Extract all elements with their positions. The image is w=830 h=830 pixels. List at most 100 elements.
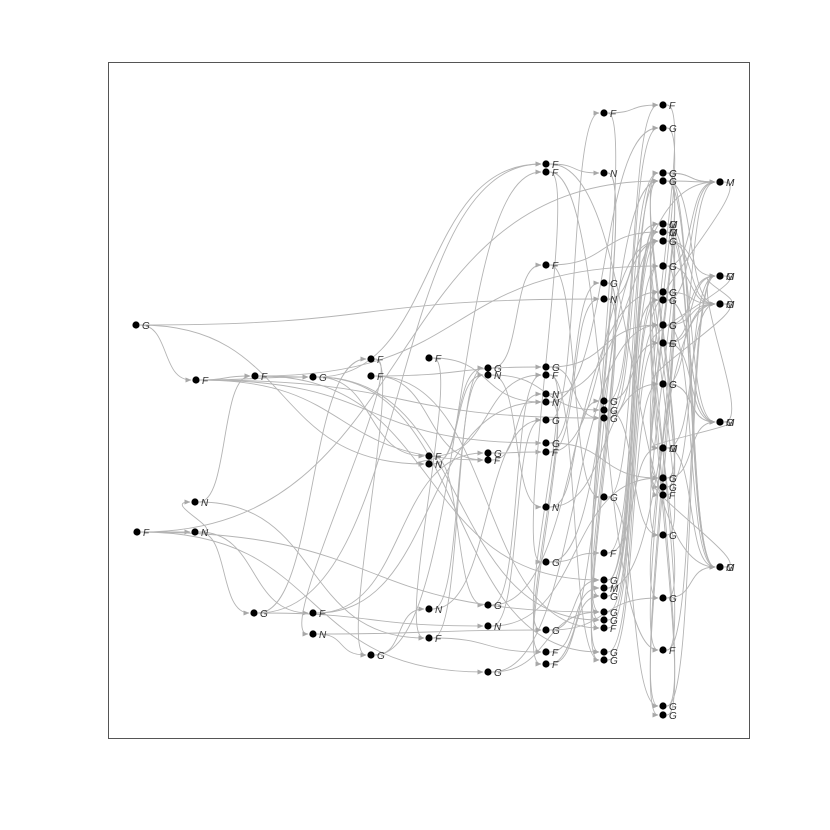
node-n58 [659, 101, 667, 109]
node-label-n50: G [610, 576, 618, 587]
node-n37 [542, 558, 550, 566]
node-label-n28: F [552, 261, 559, 272]
node-n24 [484, 622, 492, 630]
node-label-n85: G [669, 169, 677, 180]
node-n77 [659, 702, 667, 710]
edge-n65-n99 [666, 265, 716, 307]
node-n16 [425, 460, 433, 468]
edge-n84-n97 [651, 475, 731, 568]
edge-n35-n64 [549, 238, 659, 453]
edge-n44-n62 [607, 221, 659, 300]
edge-n64-n77 [649, 240, 676, 709]
node-n29 [542, 363, 550, 371]
node-label-n13: G [377, 651, 385, 662]
edge-n41-n58 [607, 102, 659, 114]
node-n12 [367, 372, 375, 380]
node-label-n82: G [726, 300, 734, 311]
edge-n22-n36 [491, 374, 542, 510]
node-label-n34: G [552, 439, 560, 450]
edge-n6-n86 [140, 178, 659, 533]
node-label-n80: M [726, 178, 735, 189]
node-label-n81: G [726, 272, 734, 283]
edge-n19-n35 [491, 449, 542, 455]
node-n50 [600, 576, 608, 584]
node-n86 [659, 177, 667, 185]
node-n17 [425, 605, 433, 613]
node-n97 [659, 474, 667, 482]
edge-n16-n21 [432, 365, 484, 465]
edge-n6-n53 [140, 531, 600, 615]
node-label-n45: G [610, 397, 618, 408]
node-label-n69: F [669, 339, 676, 350]
node-n27 [542, 168, 550, 176]
node-label-n12: F [377, 372, 384, 383]
edge-n11-n13 [357, 358, 384, 658]
node-label-n31: N [552, 390, 560, 401]
node-label-n24: N [494, 622, 502, 633]
node-label-n21: G [494, 364, 502, 375]
node-label-n76: F [669, 646, 676, 657]
node-n47 [600, 414, 608, 422]
node-label-n93: G [669, 321, 677, 332]
edge-n86-n99 [666, 180, 716, 307]
node-label-n14: F [435, 354, 442, 365]
edge-n14-n32 [432, 357, 542, 405]
edge-n35-n44 [549, 296, 600, 453]
node-label-n3: F [261, 372, 268, 383]
node-n59 [659, 124, 667, 132]
edge-n32-n40 [532, 401, 559, 667]
node-n49 [600, 549, 608, 557]
graph-frame [108, 62, 750, 739]
node-label-n64: G [669, 237, 677, 248]
node-label-n77: G [669, 702, 677, 713]
edge-n80-n93 [651, 181, 731, 328]
edge-n17-n33 [432, 417, 542, 610]
node-n39 [542, 648, 550, 656]
node-n14 [425, 354, 433, 362]
node-n52 [600, 592, 608, 600]
edge-n10-n13 [316, 633, 367, 658]
edge-n73-n86 [649, 178, 676, 488]
edge-n87-n100 [666, 223, 716, 425]
edge-n28-n63 [549, 229, 659, 266]
edge-n20-n31 [491, 391, 542, 461]
node-label-n89: G [669, 237, 677, 248]
node-label-n2: F [202, 376, 209, 387]
edge-n15-n23 [432, 455, 484, 608]
node-n1 [132, 321, 140, 329]
node-label-n94: G [669, 339, 677, 350]
node-label-n58: F [669, 101, 676, 112]
edge-n3-n50 [258, 375, 600, 583]
edge-n53-n66 [607, 289, 659, 613]
node-label-n66: G [669, 288, 677, 299]
node-n78 [659, 711, 667, 719]
node-label-n4: N [201, 498, 209, 509]
node-n90 [659, 262, 667, 270]
node-label-n53: G [610, 608, 618, 619]
edge-n23-n30 [491, 372, 542, 606]
node-label-n57: G [610, 656, 618, 667]
node-label-n63: G [669, 228, 677, 239]
node-label-n65: G [669, 262, 677, 273]
node-label-n56: G [610, 648, 618, 659]
node-label-n35: F [552, 448, 559, 459]
edge-n18-n21 [432, 365, 484, 639]
node-n57 [600, 656, 608, 664]
edge-n1-n16 [139, 324, 425, 467]
edge-n91-n99 [666, 291, 716, 307]
edge-layer [139, 102, 733, 718]
edge-n1-n44 [139, 296, 600, 326]
node-n11 [367, 355, 375, 363]
node-n8 [309, 373, 317, 381]
edge-n32-n59 [549, 125, 659, 403]
edge-n10-n38 [316, 627, 542, 635]
node-label-n37: G [552, 558, 560, 569]
node-label-n41: F [610, 109, 617, 120]
node-n51 [600, 584, 608, 592]
node-n53 [600, 608, 608, 616]
edge-n68-n99 [666, 301, 716, 326]
edge-n21-n28 [491, 262, 542, 369]
edge-n14-n18 [415, 357, 442, 641]
edge-n71-n84 [666, 447, 716, 570]
